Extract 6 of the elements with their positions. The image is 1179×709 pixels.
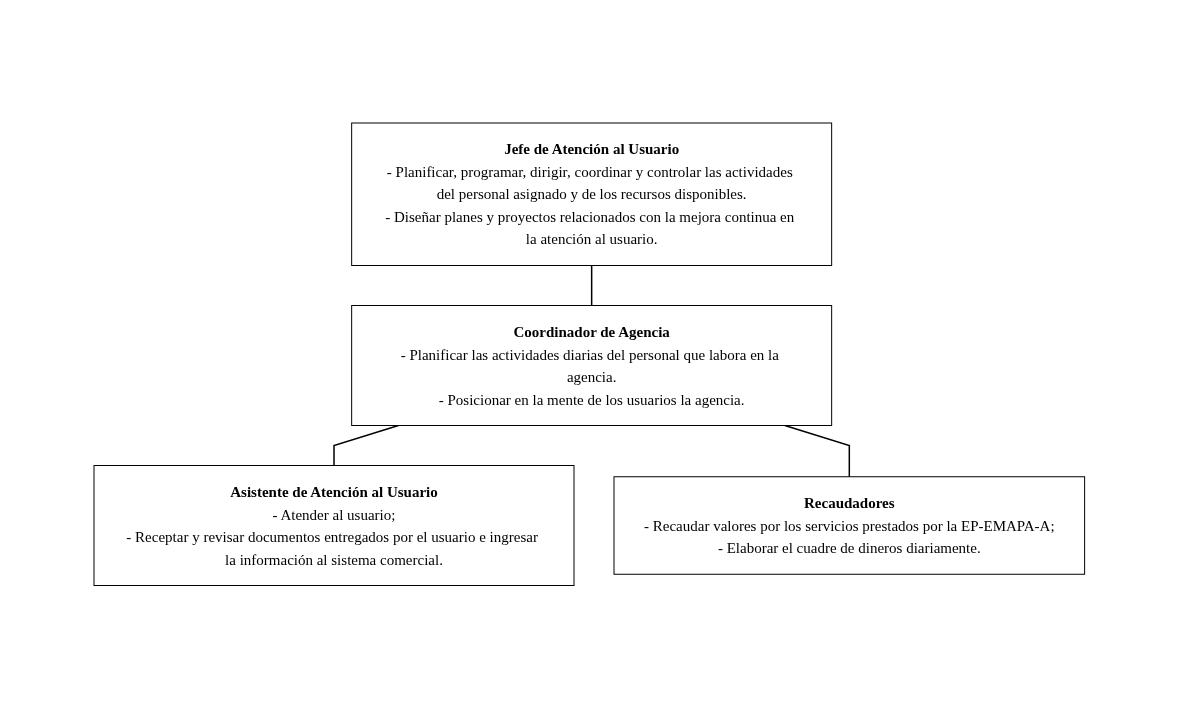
node-box: Coordinador de Agencia - Planificar las actividades diarias del personal que labora en la agencia. - Posicionar en la mente de los usuarios la agencia. xyxy=(351,305,833,427)
connector xyxy=(784,425,851,478)
node-box: Asistente de Atención al Usuario - Atender al usuario; - Receptar y revisar documentos entregados por el usuario e ingresar la información al sistema comercial. xyxy=(93,465,575,587)
node-box: Jefe de Atención al Usuario - Planificar, programar, dirigir, coordinar y controlar las actividades del personal asignado y de los recursos disponibles. - Diseñar planes y proyectos relacionados con la mejora continua en la atención al usuario. xyxy=(351,122,833,267)
node-box: Recaudadores - Recaudar valores por los servicios prestados por la EP-EMAPA-A; - Elaborar el cuadre de dineros diariamente. xyxy=(613,476,1086,575)
connector xyxy=(591,265,593,307)
